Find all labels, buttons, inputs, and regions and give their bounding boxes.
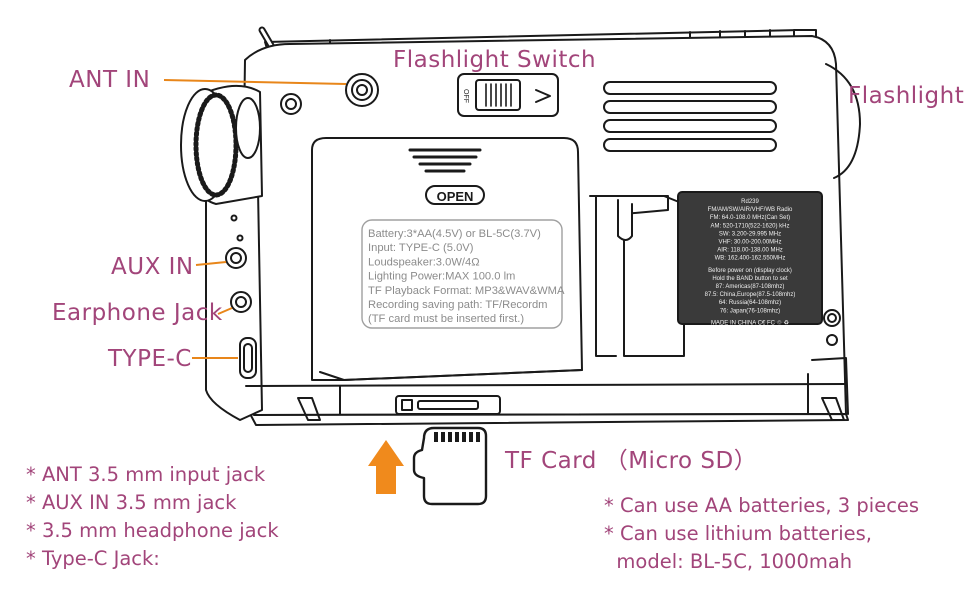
insert-arrow-icon: [368, 440, 404, 494]
spec-plate-line: 64: Russia(64-108mhz): [719, 300, 781, 306]
spec-plate-line: SW: 3.200-29.995 MHz: [719, 231, 781, 237]
battery-info-line: Lighting Power:MAX 100.0 lm: [368, 271, 515, 283]
spec-plate-line: FM/AM/SW/AIR/VHF/WB Radio: [708, 207, 793, 213]
earphone-jack-label: Earphone Jack: [52, 300, 223, 326]
spec-plate-line: 76: Japan(76-108mhz): [720, 308, 780, 314]
antenna-pivot: [280, 93, 302, 115]
switch-off-label: OFF: [462, 89, 469, 103]
flashlight-label: Flashlight: [848, 83, 965, 109]
flashlight-switch-slot: [457, 73, 559, 117]
battery-info-line: Loudspeaker:3.0W/4Ω: [368, 256, 480, 268]
aux-in-label: AUX IN: [111, 254, 194, 280]
note-right-2: * Can use lithium batteries,: [604, 522, 873, 545]
note-right-1: * Can use AA batteries, 3 pieces: [604, 494, 920, 517]
leader-lines: [163, 79, 347, 359]
speaker-grille: [603, 81, 777, 152]
ant-in-label: ANT IN: [69, 67, 151, 93]
note-right-3: model: BL-5C, 1000mah: [604, 550, 853, 573]
note-left-4: * Type-C Jack:: [26, 547, 160, 570]
spec-plate-line: WB: 162.400-162.550MHz: [715, 256, 786, 262]
spec-plate-line: Hold the BAND button to set: [712, 276, 788, 282]
type-c-label: TYPE-C: [108, 346, 192, 372]
spec-plate-line: Rd239: [741, 199, 759, 205]
micro-sd-card-icon: [412, 426, 488, 506]
note-left-1: * ANT 3.5 mm input jack: [26, 463, 266, 486]
tuning-knob: [180, 84, 263, 205]
battery-info-line: TF Playback Format: MP3&WAV&WMA: [368, 285, 565, 297]
open-label: OPEN: [437, 189, 474, 204]
spec-plate-line: FM: 64.0-108.0 MHz(Can Set): [710, 215, 790, 221]
spec-plate-line: MADE IN CHINA C€ FC ♲ ♻: [711, 319, 789, 326]
battery-info-line: (TF card must be inserted first.): [368, 313, 524, 325]
note-left-3: * 3.5 mm headphone jack: [26, 519, 279, 542]
note-left-2: * AUX IN 3.5 mm jack: [26, 491, 237, 514]
battery-info-block: Battery:3*AA(4.5V) or BL-5C(3.7V) Input: …: [368, 228, 565, 325]
battery-info-line: Recording saving path: TF/Recordm: [368, 299, 548, 311]
kickstand: [589, 195, 685, 357]
spec-plate-line: 87: Americas(87-108mhz): [716, 284, 785, 290]
tf-card-slot: [395, 395, 501, 415]
spec-plate-line: VHF: 30.00-200.00MHz: [718, 240, 781, 246]
spec-plate-line: 87.5: China,Europe(87.5-108mhz): [705, 292, 796, 298]
battery-door: [311, 137, 583, 381]
tf-card-label: TF Card （Micro SD）: [505, 448, 758, 474]
spec-plate-line: AIR: 118.00-138.00 MHz: [717, 248, 783, 254]
battery-info-line: Battery:3*AA(4.5V) or BL-5C(3.7V): [368, 228, 541, 240]
spec-plate-line: AM: 520-1710(522-1620) kHz: [710, 223, 789, 229]
side-jacks: [225, 214, 257, 379]
spec-plate-line: Before power on (display clock): [708, 268, 792, 274]
ant-in-jack: [345, 73, 379, 107]
flashlight-switch-label: Flashlight Switch: [393, 47, 597, 73]
battery-info-line: Input: TYPE-C (5.0V): [368, 242, 474, 254]
